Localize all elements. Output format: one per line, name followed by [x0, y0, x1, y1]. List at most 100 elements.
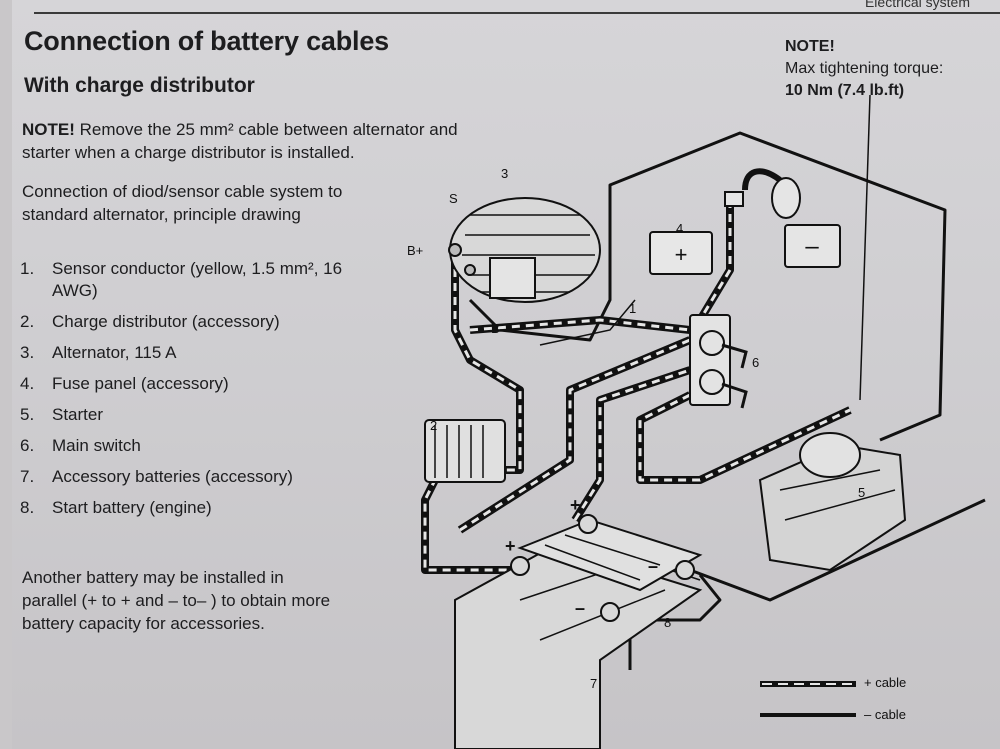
note-text: Remove the 25 mm² cable between alternat…: [22, 120, 458, 162]
header-rule: [34, 12, 1000, 14]
minus-bus-sign: –: [805, 233, 819, 260]
sensor-conductor: [539, 299, 636, 346]
minus-bus: –: [784, 224, 841, 268]
legend-number: 3.: [20, 343, 35, 362]
plus-cable-starter-inner: [638, 393, 851, 482]
plus-cable-switch-b-inner: [573, 368, 691, 521]
legend-item: 2.Charge distributor (accessory): [20, 311, 360, 333]
battery-minus-sign: –: [575, 598, 585, 618]
main-switch: [689, 314, 748, 409]
switch-knob-b: [699, 369, 725, 395]
minus-bus-body: [784, 224, 841, 268]
installation-note: NOTE! Remove the 25 mm² cable between al…: [22, 118, 492, 164]
legend-item: 4. Fuse panel (accessory): [20, 373, 360, 395]
start-battery: [517, 518, 703, 592]
start-battery-cells: [544, 534, 661, 581]
minus-cable-link: [640, 574, 722, 622]
callout-2: 2: [430, 418, 437, 433]
plus-cable-fuse-inner: [698, 200, 732, 321]
legend-text: Accessory batteries (accessory): [52, 467, 293, 486]
plus-cables: [421, 200, 852, 574]
legend-text: Fuse panel (accessory): [52, 374, 229, 393]
switch-levers: [721, 343, 748, 409]
terminal-s-label: S: [449, 191, 458, 206]
torque-text: Max tightening torque:: [785, 60, 944, 77]
callout-4: 4: [676, 221, 683, 236]
terminal-bminus-label: B–: [491, 321, 508, 336]
battery-plus-sign: +: [570, 495, 581, 515]
legend-item: 6. Main switch: [20, 435, 360, 457]
battery-minus-sign: –: [648, 556, 658, 576]
distributor-body: [424, 419, 506, 483]
legend-item: 7. Accessory batteries (accessory): [20, 466, 360, 488]
legend-text: Alternator, 115 A: [52, 343, 177, 362]
legend-number: 1.: [20, 259, 35, 278]
lamp: [724, 168, 801, 219]
fuse-panel-body: [649, 231, 713, 275]
minus-cable-swatch: [760, 713, 856, 717]
torque-leader-line: [859, 94, 871, 401]
alternator-terminal: [448, 243, 462, 257]
plus-cable-swatch-outer: [760, 681, 856, 687]
legend-text: Main switch: [52, 436, 141, 455]
lamp-neck: [742, 168, 782, 191]
callout-6: 6: [752, 355, 759, 370]
alternator: [448, 197, 601, 303]
legend-number: 4.: [20, 374, 35, 393]
legend-text: Sensor conductor (yellow, 1.5 mm², 16 AW…: [52, 259, 343, 300]
parallel-battery-note: Another battery may be installed in para…: [22, 568, 331, 633]
legend-number: 7.: [20, 467, 35, 486]
distributor-fins: [434, 425, 484, 478]
torque-value: 10 Nm (7.4 lb.ft): [785, 82, 905, 99]
starter-lines: [779, 469, 896, 521]
battery-terminal-minus: [675, 560, 695, 580]
charge-distributor: [424, 419, 506, 483]
legend-item: 3. Alternator, 115 A: [20, 342, 360, 364]
alternator-plate: [489, 257, 536, 299]
legend-text: Starter: [52, 405, 104, 424]
section-tag: Electrical system: [864, 0, 970, 10]
battery-terminal-plus: [510, 556, 530, 576]
legend-item: 1. Sensor conductor (yellow, 1.5 mm², 16 …: [20, 258, 360, 302]
lamp-head: [771, 177, 801, 219]
callout-5: 5: [858, 485, 865, 500]
switch-knob-a: [699, 330, 725, 356]
legend-item: 8. Start battery (engine): [20, 497, 360, 519]
legend-item: 5. Starter: [20, 404, 360, 426]
lamp-base: [724, 191, 744, 207]
fuse-panel: +: [649, 231, 713, 275]
intro-text: Connection of diod/sensor cable system t…: [22, 182, 343, 224]
alternator-fins: [462, 214, 595, 293]
minus-cable-alternator: [468, 131, 947, 442]
starter: [758, 432, 907, 572]
legend-text: Start battery (engine): [52, 498, 212, 517]
minus-cable-label: – cable: [864, 707, 906, 722]
note-label: NOTE!: [22, 120, 75, 139]
battery-terminal-minus: [600, 602, 620, 622]
plus-cable-switch-b: [571, 366, 692, 523]
terminal-bplus-label: B+: [407, 243, 423, 258]
callout-1: 1: [629, 301, 636, 316]
legend-number: 6.: [20, 436, 35, 455]
page-title: Connection of battery cables: [24, 26, 389, 56]
starter-solenoid: [799, 432, 861, 478]
page-subtitle: With charge distributor: [24, 74, 255, 97]
callout-8: 8: [664, 615, 671, 630]
legend-number: 8.: [20, 498, 35, 517]
torque-label: NOTE!: [785, 38, 835, 55]
callout-3: 3: [501, 166, 508, 181]
fuse-plus-sign: +: [675, 242, 688, 267]
battery-terminal-plus: [578, 514, 598, 534]
plus-cable-inner: [423, 255, 522, 572]
plus-cable-switch-a: [457, 336, 692, 534]
battery-plus-sign: +: [505, 536, 516, 556]
alternator-terminal: [464, 264, 476, 276]
minus-cable-starter: [689, 498, 986, 602]
legend-number: 2.: [20, 312, 35, 331]
batteries: [454, 514, 703, 749]
plus-cable-alt-switch-inner: [469, 318, 691, 332]
legend-number: 5.: [20, 405, 35, 424]
component-legend: 1. Sensor conductor (yellow, 1.5 mm², 16 …: [20, 258, 360, 528]
plus-cable-label: + cable: [864, 675, 906, 690]
